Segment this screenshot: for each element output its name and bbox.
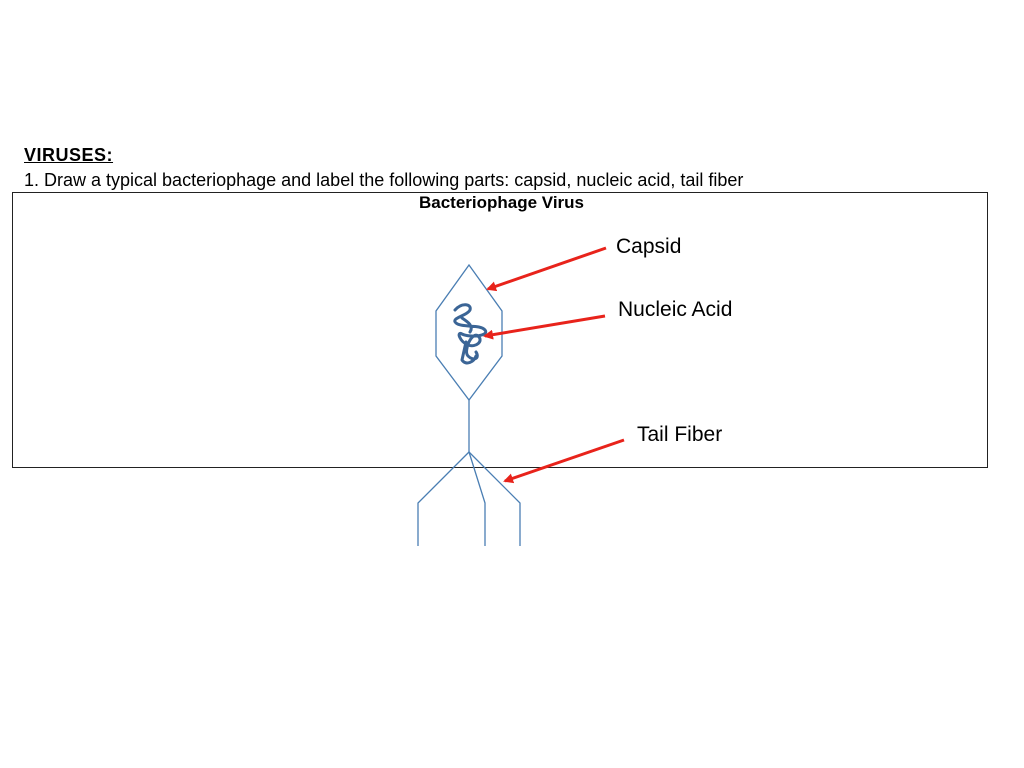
tail-fiber-arrow <box>503 438 625 484</box>
tail-fiber-middle <box>468 451 486 546</box>
drawing-box <box>12 192 988 468</box>
box-title: Bacteriophage Virus <box>418 193 585 212</box>
tail-fiber-label: Tail Fiber <box>637 423 723 446</box>
nucleic-acid-label: Nucleic Acid <box>618 298 733 321</box>
capsid-label: Capsid <box>616 235 682 258</box>
question-text: 1. Draw a typical bacteriophage and labe… <box>24 170 744 190</box>
tail-fiber-right <box>468 451 521 546</box>
capsid-arrow <box>486 246 607 292</box>
section-heading: VIRUSES: <box>24 145 114 165</box>
nucleic-acid-squiggle <box>453 303 488 365</box>
nucleic-acid-arrow <box>483 314 606 340</box>
tail-fiber-left <box>417 451 470 546</box>
